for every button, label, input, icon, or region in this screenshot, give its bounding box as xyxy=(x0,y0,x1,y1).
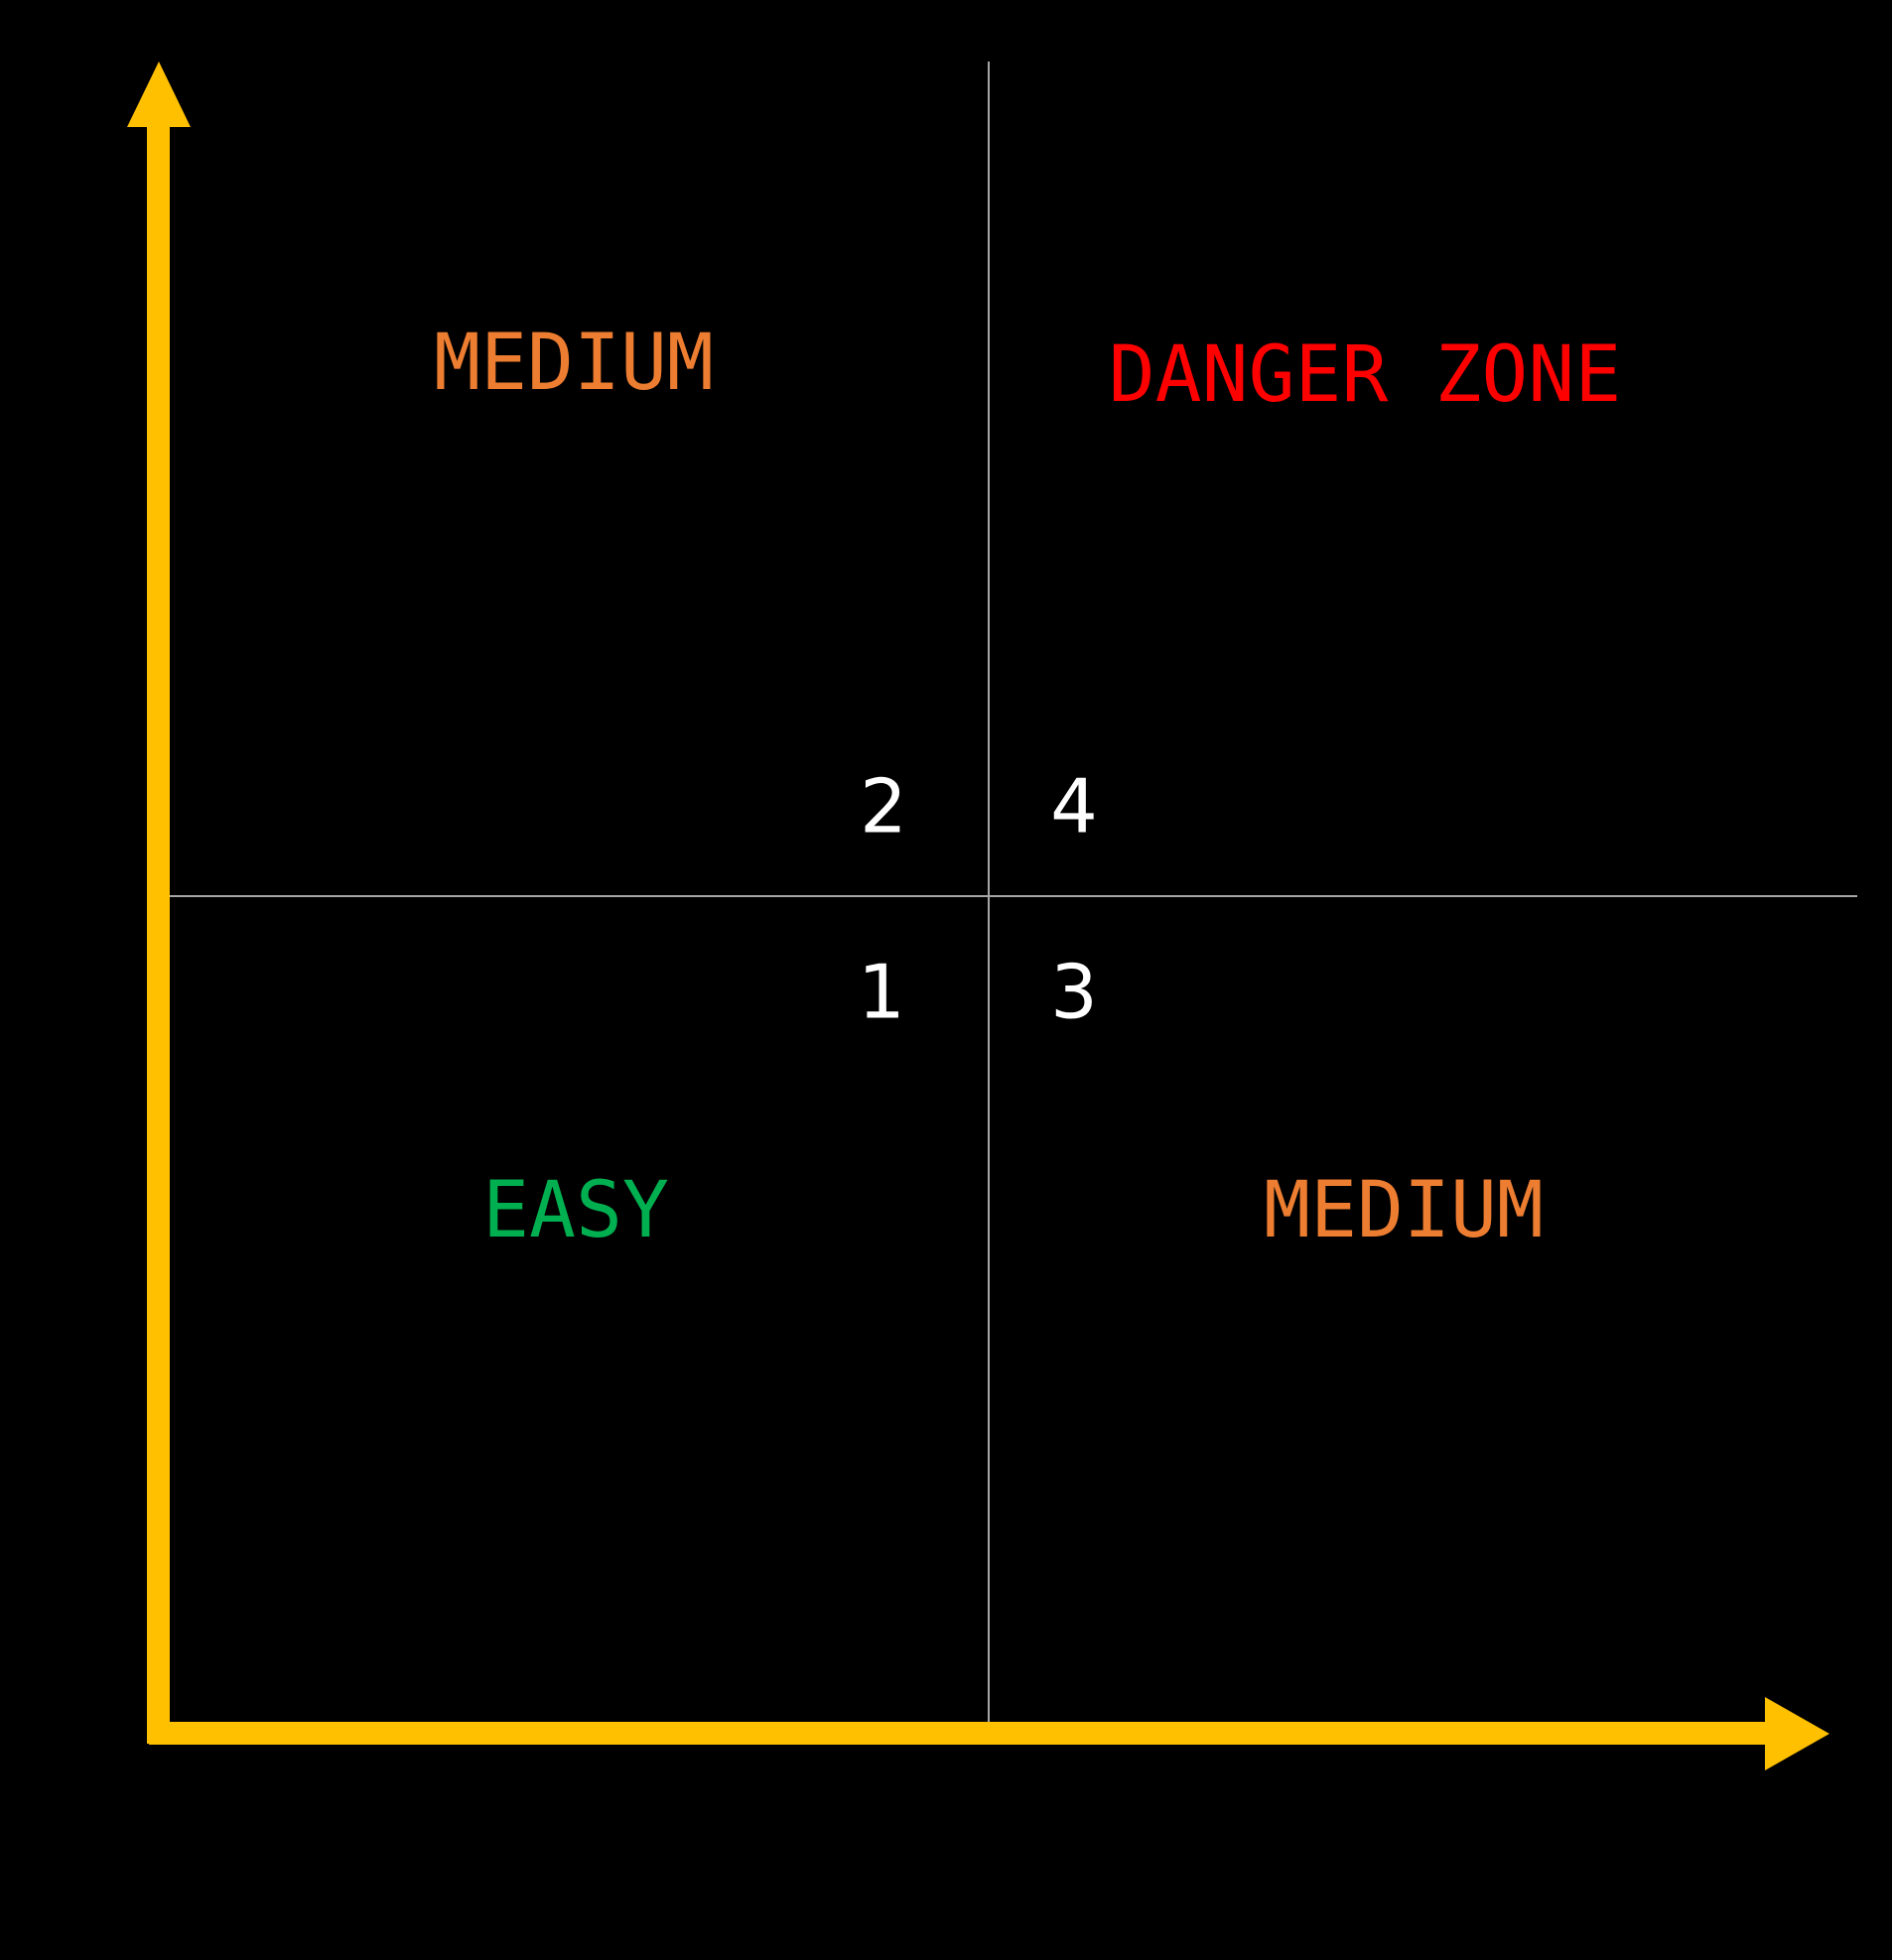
x-axis-line xyxy=(149,1722,1767,1745)
quadrant-label-top-left: MEDIUM xyxy=(434,319,714,408)
horizontal-divider-line xyxy=(159,895,1857,897)
quadrant-label-top-right: DANGER ZONE xyxy=(1108,330,1622,420)
quadrant-number-1: 1 xyxy=(858,948,905,1036)
quadrant-number-2: 2 xyxy=(860,762,907,850)
arrow-right-icon xyxy=(1765,1697,1829,1770)
quadrant-number-3: 3 xyxy=(1050,948,1098,1036)
quadrant-label-bottom-right: MEDIUM xyxy=(1264,1166,1544,1255)
quadrant-label-bottom-left: EASY xyxy=(482,1166,669,1255)
vertical-divider-line xyxy=(988,62,990,1733)
y-axis-line xyxy=(147,111,170,1744)
arrow-up-icon xyxy=(127,62,191,127)
quadrant-number-4: 4 xyxy=(1050,762,1098,850)
